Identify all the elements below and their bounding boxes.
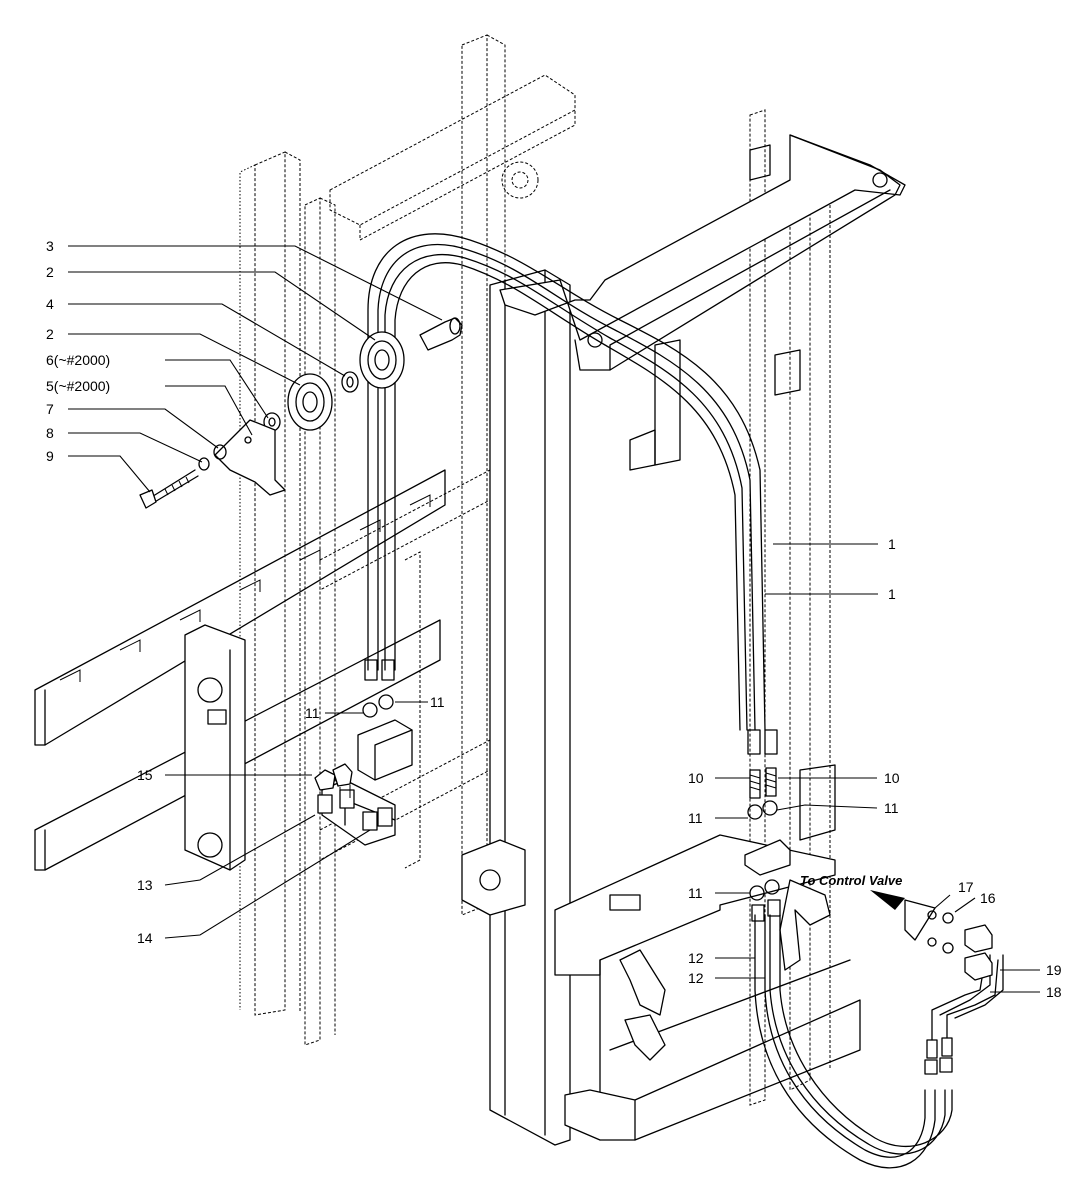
callout-1a: 1 — [888, 536, 896, 552]
callout-1b: 1 — [888, 586, 896, 602]
fork-carriage — [34, 469, 446, 871]
callout-17: 17 — [958, 879, 974, 895]
callout-9: 9 — [46, 448, 54, 464]
callout-14: 14 — [137, 930, 153, 946]
callout-13: 13 — [137, 877, 153, 893]
callout-6: 6(~#2000) — [46, 352, 110, 368]
callout-11a: 11 — [305, 705, 320, 721]
callout-16: 16 — [980, 890, 996, 906]
callout-15: 15 — [137, 767, 153, 783]
callout-8: 8 — [46, 425, 54, 441]
callout-3: 3 — [46, 238, 54, 254]
callout-18: 18 — [1046, 984, 1062, 1000]
callout-7: 7 — [46, 401, 54, 417]
callout-11d: 11 — [884, 800, 899, 816]
callout-12b: 12 — [688, 970, 704, 986]
callout-11e: 11 — [688, 885, 703, 901]
callout-labels: 1 1 3 2 4 2 6(~#2000) 5(~#2000) 7 8 9 11… — [46, 238, 1062, 1000]
callout-5: 5(~#2000) — [46, 378, 110, 394]
callout-11c: 11 — [688, 810, 703, 826]
callout-12a: 12 — [688, 950, 704, 966]
callout-19: 19 — [1046, 962, 1062, 978]
control-valve-note: To Control Valve — [800, 873, 902, 888]
callout-11b: 11 — [430, 694, 445, 710]
callout-10a: 10 — [688, 770, 704, 786]
callout-2a: 2 — [46, 264, 54, 280]
hose-assembly — [357, 233, 1004, 1169]
connector-block — [314, 763, 396, 846]
callout-2b: 2 — [46, 326, 54, 342]
pulley-assembly — [139, 317, 463, 509]
leader-lines — [68, 245, 1040, 993]
callout-4: 4 — [46, 296, 54, 312]
callout-10b: 10 — [884, 770, 900, 786]
